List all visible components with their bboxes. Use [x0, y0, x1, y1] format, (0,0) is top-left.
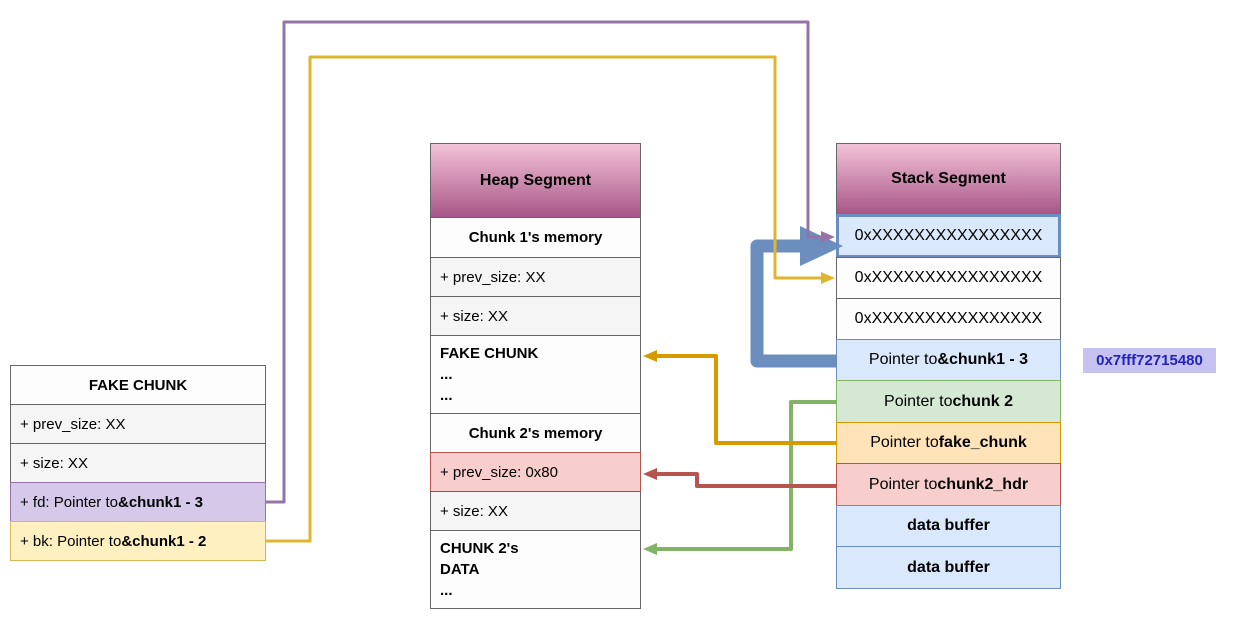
heap-row-size-xx-2: + size: XX — [430, 491, 641, 531]
fake-chunk-table: FAKE CHUNK + prev_size: XX + size: XX + … — [10, 365, 266, 561]
stack-row-data-buffer-2: data buffer — [836, 546, 1061, 589]
stack-address-label: 0x7fff72715480 — [1083, 348, 1216, 373]
heap-row-size-xx: + size: XX — [430, 296, 641, 336]
stack-segment-header: Stack Segment — [836, 143, 1061, 215]
heap-row-chunk2-memory: Chunk 2's memory — [430, 413, 641, 453]
stack-row-0: 0xXXXXXXXXXXXXXXXX — [836, 214, 1061, 258]
row-text: + size: XX — [20, 454, 88, 472]
stack-row-data-buffer-1: data buffer — [836, 505, 1061, 547]
stack-row-pointer-chunk2: Pointer to chunk 2 — [836, 380, 1061, 423]
stack-row-2: 0xXXXXXXXXXXXXXXXX — [836, 298, 1061, 340]
heap-row-prev-size-xx: + prev_size: XX — [430, 257, 641, 297]
fake-chunk-pointer-arrow — [643, 350, 836, 445]
stack-self-reference-arrow — [750, 226, 843, 368]
heap-row-chunk1-memory: Chunk 1's memory — [430, 217, 641, 258]
stack-row-pointer-chunk2-hdr: Pointer to chunk2_hdr — [836, 463, 1061, 506]
heap-segment-header: Heap Segment — [430, 143, 641, 218]
row-text: + prev_size: XX — [20, 415, 126, 433]
fake-chunk-title: FAKE CHUNK — [10, 365, 266, 405]
chunk2-pointer-arrow — [643, 400, 836, 555]
chunk2-hdr-pointer-arrow — [643, 468, 836, 488]
heap-row-chunk2-data: CHUNK 2's DATA ... — [430, 530, 641, 609]
stack-segment-table: Stack Segment 0xXXXXXXXXXXXXXXXX 0xXXXXX… — [836, 143, 1061, 589]
heap-row-prev-size-0x80: + prev_size: 0x80 — [430, 452, 641, 492]
fake-chunk-row-size: + size: XX — [10, 443, 266, 483]
stack-row-pointer-fake-chunk: Pointer to fake_chunk — [836, 422, 1061, 464]
heap-segment-table: Heap Segment Chunk 1's memory + prev_siz… — [430, 143, 641, 609]
stack-row-1: 0xXXXXXXXXXXXXXXXX — [836, 257, 1061, 299]
row-text: + bk: Pointer to — [20, 532, 122, 550]
fake-chunk-row-bk: + bk: Pointer to &chunk1 - 2 — [10, 521, 266, 561]
heap-row-fake-chunk: FAKE CHUNK ... ... — [430, 335, 641, 414]
row-text: + fd: Pointer to — [20, 493, 118, 511]
fake-chunk-row-prev-size: + prev_size: XX — [10, 404, 266, 444]
stack-row-pointer-chunk1: Pointer to &chunk1 - 3 — [836, 339, 1061, 381]
fake-chunk-row-fd: + fd: Pointer to &chunk1 - 3 — [10, 482, 266, 522]
